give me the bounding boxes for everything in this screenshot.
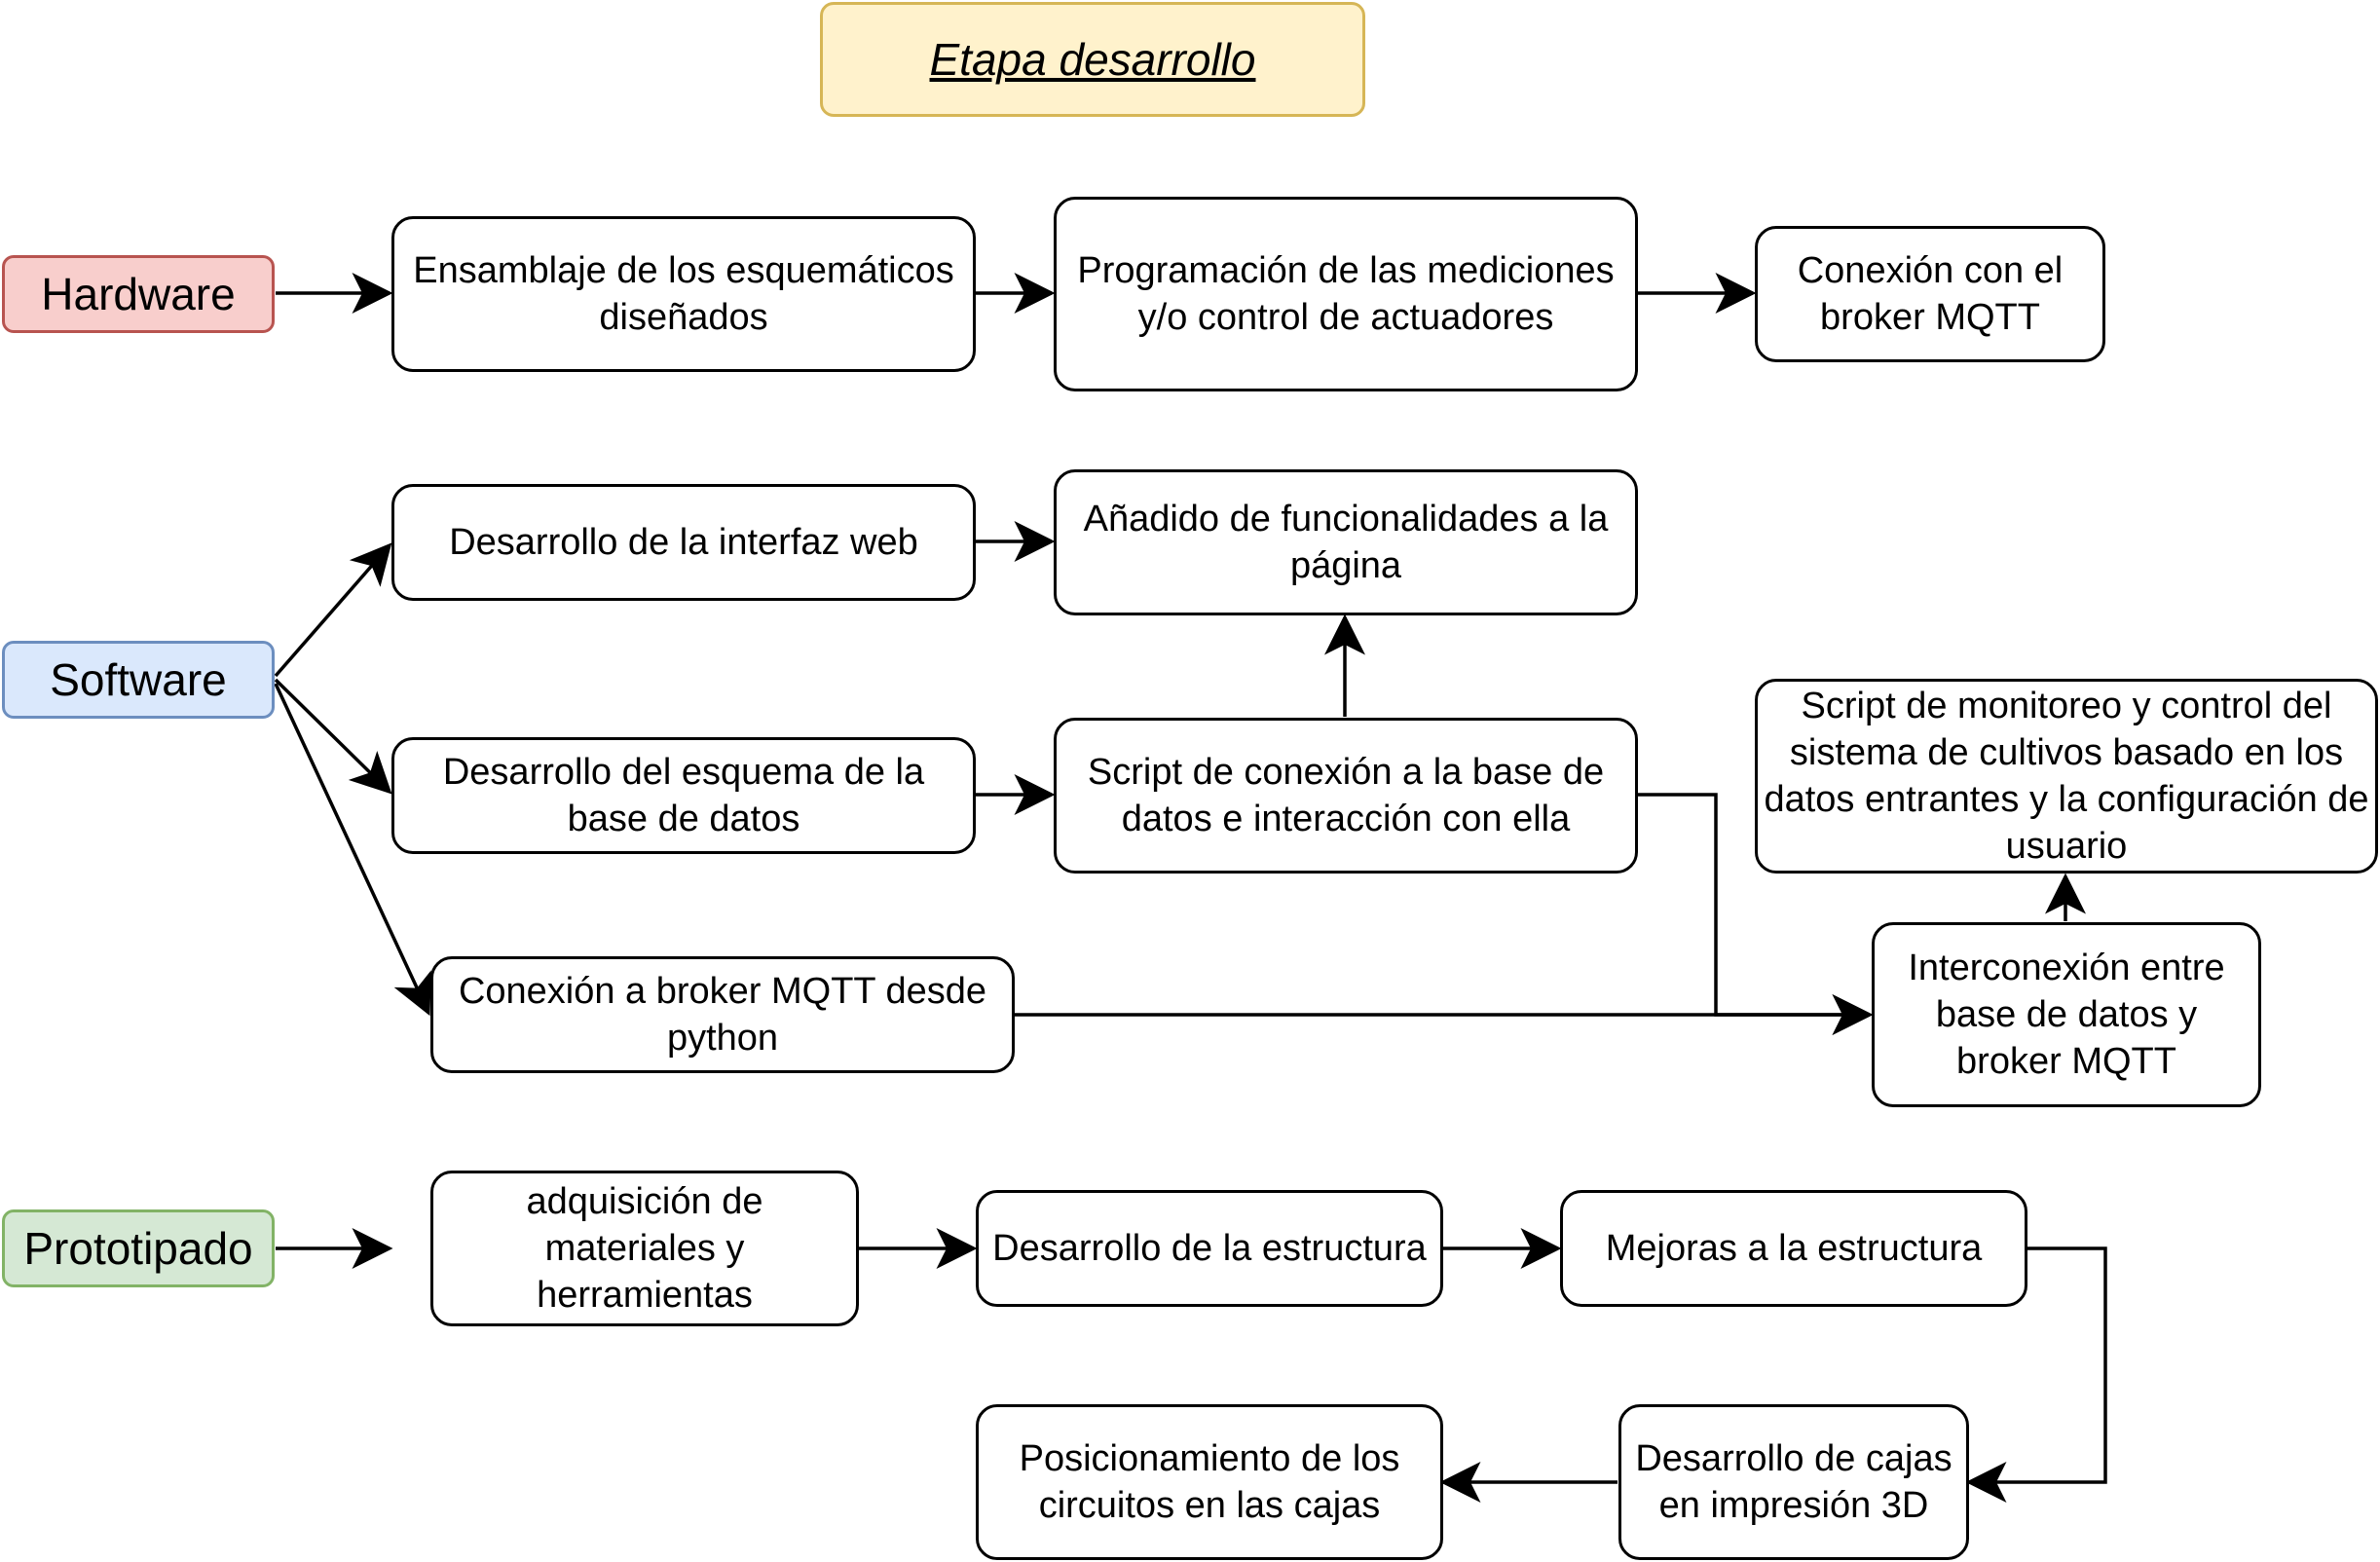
node-funcionalidades-pagina: Añadido de funcionalidades a la página — [1054, 469, 1638, 615]
arrow-software-to-interfaz-web — [274, 542, 392, 678]
node-ensamblaje-esquematicos: Ensamblaje de los esquemáticos diseñados — [391, 216, 976, 372]
category-hardware: Hardware — [2, 255, 275, 333]
category-prototipado: Prototipado — [2, 1209, 275, 1287]
node-adquisicion-materiales: adquisición de materiales y herramientas — [430, 1171, 859, 1326]
diagram-title: Etapa desarrollo — [820, 2, 1365, 117]
category-software: Software — [2, 641, 275, 719]
node-desarrollo-estructura: Desarrollo de la estructura — [976, 1190, 1443, 1307]
node-mejoras-estructura: Mejoras a la estructura — [1560, 1190, 2027, 1307]
arrow-software-to-esquema-bd — [274, 678, 392, 795]
arrow-software-to-conexion-mqtt-python — [274, 683, 431, 1017]
node-esquema-base-datos: Desarrollo del esquema de la base de dat… — [391, 737, 976, 854]
node-interconexion-bd-broker: Interconexión entre base de datos y brok… — [1872, 922, 2261, 1107]
node-posicionamiento-circuitos: Posicionamiento de los circuitos en las … — [976, 1404, 1443, 1560]
node-conexion-broker-mqtt: Conexión con el broker MQTT — [1755, 226, 2105, 362]
node-script-monitoreo: Script de monitoreo y control del sistem… — [1755, 679, 2378, 874]
arrow-mejoras-to-cajas-3d — [1965, 1246, 2107, 1503]
node-interfaz-web: Desarrollo de la interfaz web — [391, 484, 976, 601]
node-conexion-mqtt-python: Conexión a broker MQTT desde python — [430, 956, 1015, 1073]
node-programacion-mediciones: Programación de las mediciones y/o contr… — [1054, 197, 1638, 391]
node-script-conexion-bd: Script de conexión a la base de datos e … — [1054, 718, 1638, 874]
node-cajas-impresion-3d: Desarrollo de cajas en impresión 3D — [1618, 1404, 1969, 1560]
